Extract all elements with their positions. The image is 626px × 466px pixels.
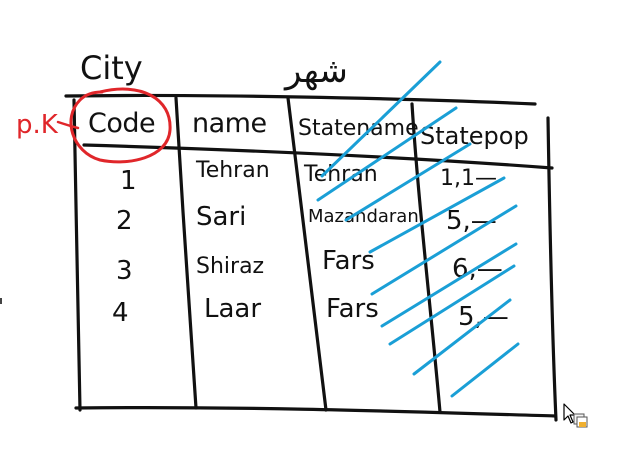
- strike-through-marks: [316, 60, 520, 398]
- table-cell-statepop: 5,—: [446, 206, 497, 236]
- table-cell-name: Tehran: [196, 158, 270, 183]
- table-name: City: [80, 49, 143, 87]
- table-cell-code: 4: [112, 298, 129, 328]
- column-header-name: name: [192, 108, 267, 139]
- column-header-statename: Statename: [298, 116, 419, 141]
- edge-mark: [0, 298, 2, 304]
- table-cell-statename: Tehran: [304, 162, 378, 187]
- mouse-cursor-icon: [562, 402, 590, 436]
- copy-drag-icon: [573, 413, 588, 428]
- table-cell-statename: Mazandaran: [308, 206, 419, 227]
- table-cell-name: Laar: [204, 294, 262, 324]
- column-header-statepop: Statepop: [420, 122, 529, 150]
- table-cell-statepop: 1,1—: [440, 166, 497, 191]
- primary-key-label: p.K: [16, 110, 58, 140]
- table-border-lines: [64, 93, 558, 422]
- table-cell-statename: Fars: [326, 294, 379, 324]
- table-cell-name: Sari: [196, 202, 247, 232]
- primary-key-circle: [69, 87, 172, 164]
- table-cell-code: 1: [120, 166, 137, 196]
- table-cell-name: Shiraz: [196, 254, 265, 279]
- primary-key-pointer: [56, 120, 80, 130]
- table-persian-name: شهر: [285, 51, 348, 91]
- table-cell-code: 3: [116, 256, 133, 286]
- table-cell-code: 2: [116, 206, 133, 236]
- table-cell-statename: Fars: [322, 246, 375, 276]
- column-header-code: Code: [88, 108, 156, 139]
